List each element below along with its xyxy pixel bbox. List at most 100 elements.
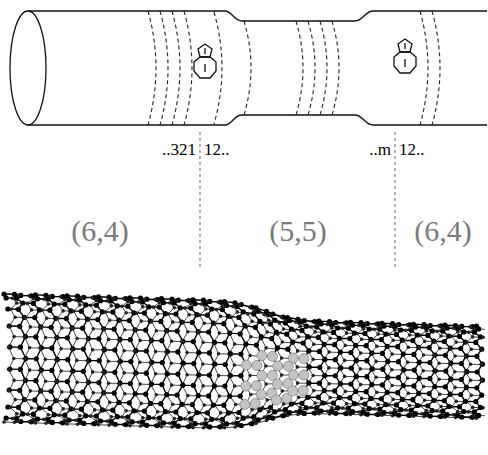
carbon-atom xyxy=(79,407,84,412)
carbon-atom xyxy=(380,351,385,356)
carbon-atom xyxy=(431,339,436,344)
carbon-atom xyxy=(144,423,149,428)
carbon-atom xyxy=(362,331,367,336)
carbon-atom xyxy=(143,297,147,301)
carbon-atom xyxy=(13,398,17,402)
carbon-atom xyxy=(330,326,334,330)
carbon-atom xyxy=(212,383,217,388)
carbon-atom xyxy=(241,309,246,314)
carbon-atom xyxy=(60,390,64,394)
carbon-atom xyxy=(166,312,170,316)
carbon-atom xyxy=(81,369,86,374)
carbon-atom xyxy=(32,315,37,320)
carbon-atom xyxy=(458,392,463,397)
carbon-atom xyxy=(101,326,106,331)
carbon-atom xyxy=(47,406,52,411)
carbon-atom xyxy=(446,404,451,409)
carbon-atom xyxy=(81,421,86,426)
carbon-atom xyxy=(410,338,415,343)
carbon-atom xyxy=(187,313,191,317)
carbon-atom xyxy=(221,321,226,326)
carbon-atom xyxy=(33,378,38,383)
carbon-atom xyxy=(171,320,175,324)
carbon-atom xyxy=(435,329,439,333)
carbon-atom xyxy=(263,415,267,419)
carbon-atom xyxy=(149,338,154,343)
carbon-atom xyxy=(362,401,367,406)
carbon-atom xyxy=(110,310,115,315)
carbon-atom xyxy=(215,418,219,422)
defect-atom xyxy=(257,371,267,381)
carbon-atom xyxy=(29,325,33,329)
carbon-atom xyxy=(189,302,193,306)
carbon-atom xyxy=(236,410,241,415)
ring-index: ..m xyxy=(369,141,391,158)
carbon-atom xyxy=(133,371,137,375)
carbon-atom xyxy=(176,424,181,429)
carbon-atom xyxy=(57,413,61,417)
carbon-atom xyxy=(256,417,261,422)
carbon-atom xyxy=(231,305,235,309)
carbon-atom xyxy=(242,323,247,328)
defect-atom xyxy=(241,360,251,370)
carbon-atom xyxy=(78,414,82,418)
carbon-atom xyxy=(227,394,232,399)
carbon-atom xyxy=(341,406,345,410)
carbon-atom xyxy=(96,294,101,299)
carbon-atom xyxy=(448,346,453,351)
carbon-atom xyxy=(107,360,111,364)
carbon-atom xyxy=(22,315,27,320)
carbon-atom xyxy=(480,348,484,352)
carbon-atom xyxy=(94,303,99,308)
carbon-atom xyxy=(231,422,235,426)
carbon-atom xyxy=(139,402,143,406)
carbon-atom xyxy=(59,369,63,373)
carbon-atom xyxy=(427,391,432,396)
carbon-atom xyxy=(382,410,387,415)
carbon-atom xyxy=(393,328,397,332)
carbon-atom xyxy=(459,414,464,419)
carbon-atom xyxy=(311,374,315,378)
carbon-atom xyxy=(359,383,363,387)
carbon-atom xyxy=(299,328,304,333)
carbon-atom xyxy=(101,371,105,375)
carbon-atom xyxy=(11,296,15,300)
carbon-atom xyxy=(232,300,237,305)
carbon-atom xyxy=(86,381,90,385)
carbon-atom xyxy=(86,337,90,341)
carbon-atom xyxy=(97,423,101,427)
ring-index: 12.. xyxy=(399,141,425,158)
carbon-atom xyxy=(193,421,198,426)
carbon-atom xyxy=(480,362,485,367)
carbon-atom xyxy=(194,410,199,415)
carbon-atom xyxy=(108,401,112,405)
carbon-atom xyxy=(59,347,63,351)
carbon-atom xyxy=(7,345,11,349)
carbon-atom xyxy=(430,328,435,333)
carbon-atom xyxy=(313,401,317,405)
carbon-atom xyxy=(217,374,221,378)
carbon-atom xyxy=(267,410,271,414)
carbon-atom xyxy=(416,391,421,396)
carbon-atom xyxy=(401,367,406,372)
carbon-atom xyxy=(76,422,80,426)
carbon-atom xyxy=(92,391,96,395)
carbon-atom xyxy=(299,324,303,328)
carbon-atom xyxy=(249,335,253,339)
carbon-atom xyxy=(221,403,226,408)
carbon-atom xyxy=(253,325,258,330)
carbon-atom xyxy=(95,399,100,404)
carbon-atom xyxy=(470,393,474,397)
carbon-atom xyxy=(390,352,394,356)
carbon-atom xyxy=(398,407,403,412)
carbon-atom xyxy=(25,302,29,306)
carbon-atom xyxy=(269,336,274,341)
carbon-atom xyxy=(449,347,453,351)
carbon-atom xyxy=(152,305,156,309)
carbon-atom xyxy=(305,334,310,339)
carbon-atom xyxy=(207,424,212,429)
carbon-atom xyxy=(408,333,412,337)
carbon-atom xyxy=(464,353,469,358)
carbon-atom xyxy=(443,384,448,389)
carbon-atom xyxy=(186,394,190,398)
